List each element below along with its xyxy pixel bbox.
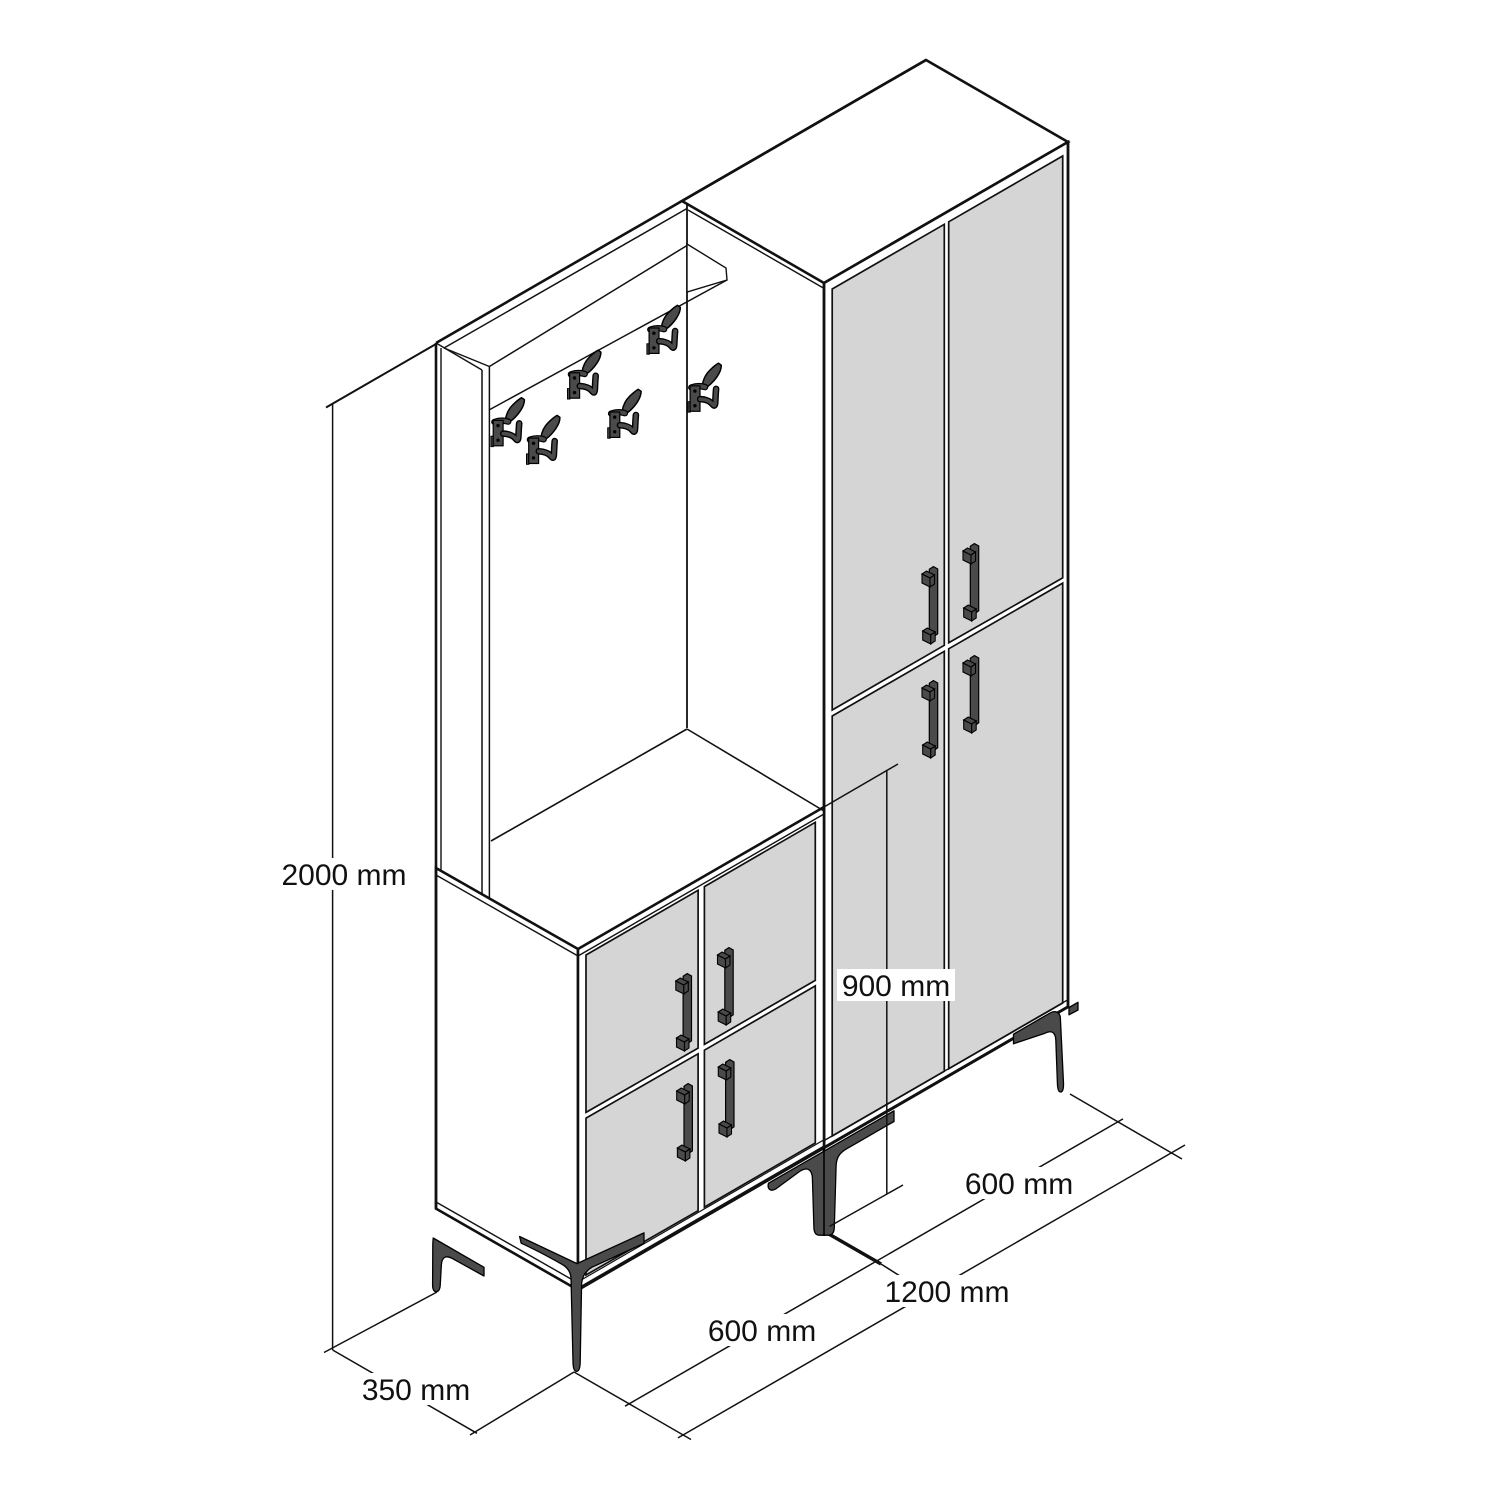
svg-text:600 mm: 600 mm — [708, 1315, 816, 1348]
svg-text:900 mm: 900 mm — [842, 970, 950, 1003]
svg-text:600 mm: 600 mm — [965, 1168, 1073, 1201]
svg-text:350 mm: 350 mm — [362, 1374, 470, 1407]
svg-text:2000 mm: 2000 mm — [281, 859, 406, 892]
svg-text:1200 mm: 1200 mm — [884, 1276, 1009, 1309]
